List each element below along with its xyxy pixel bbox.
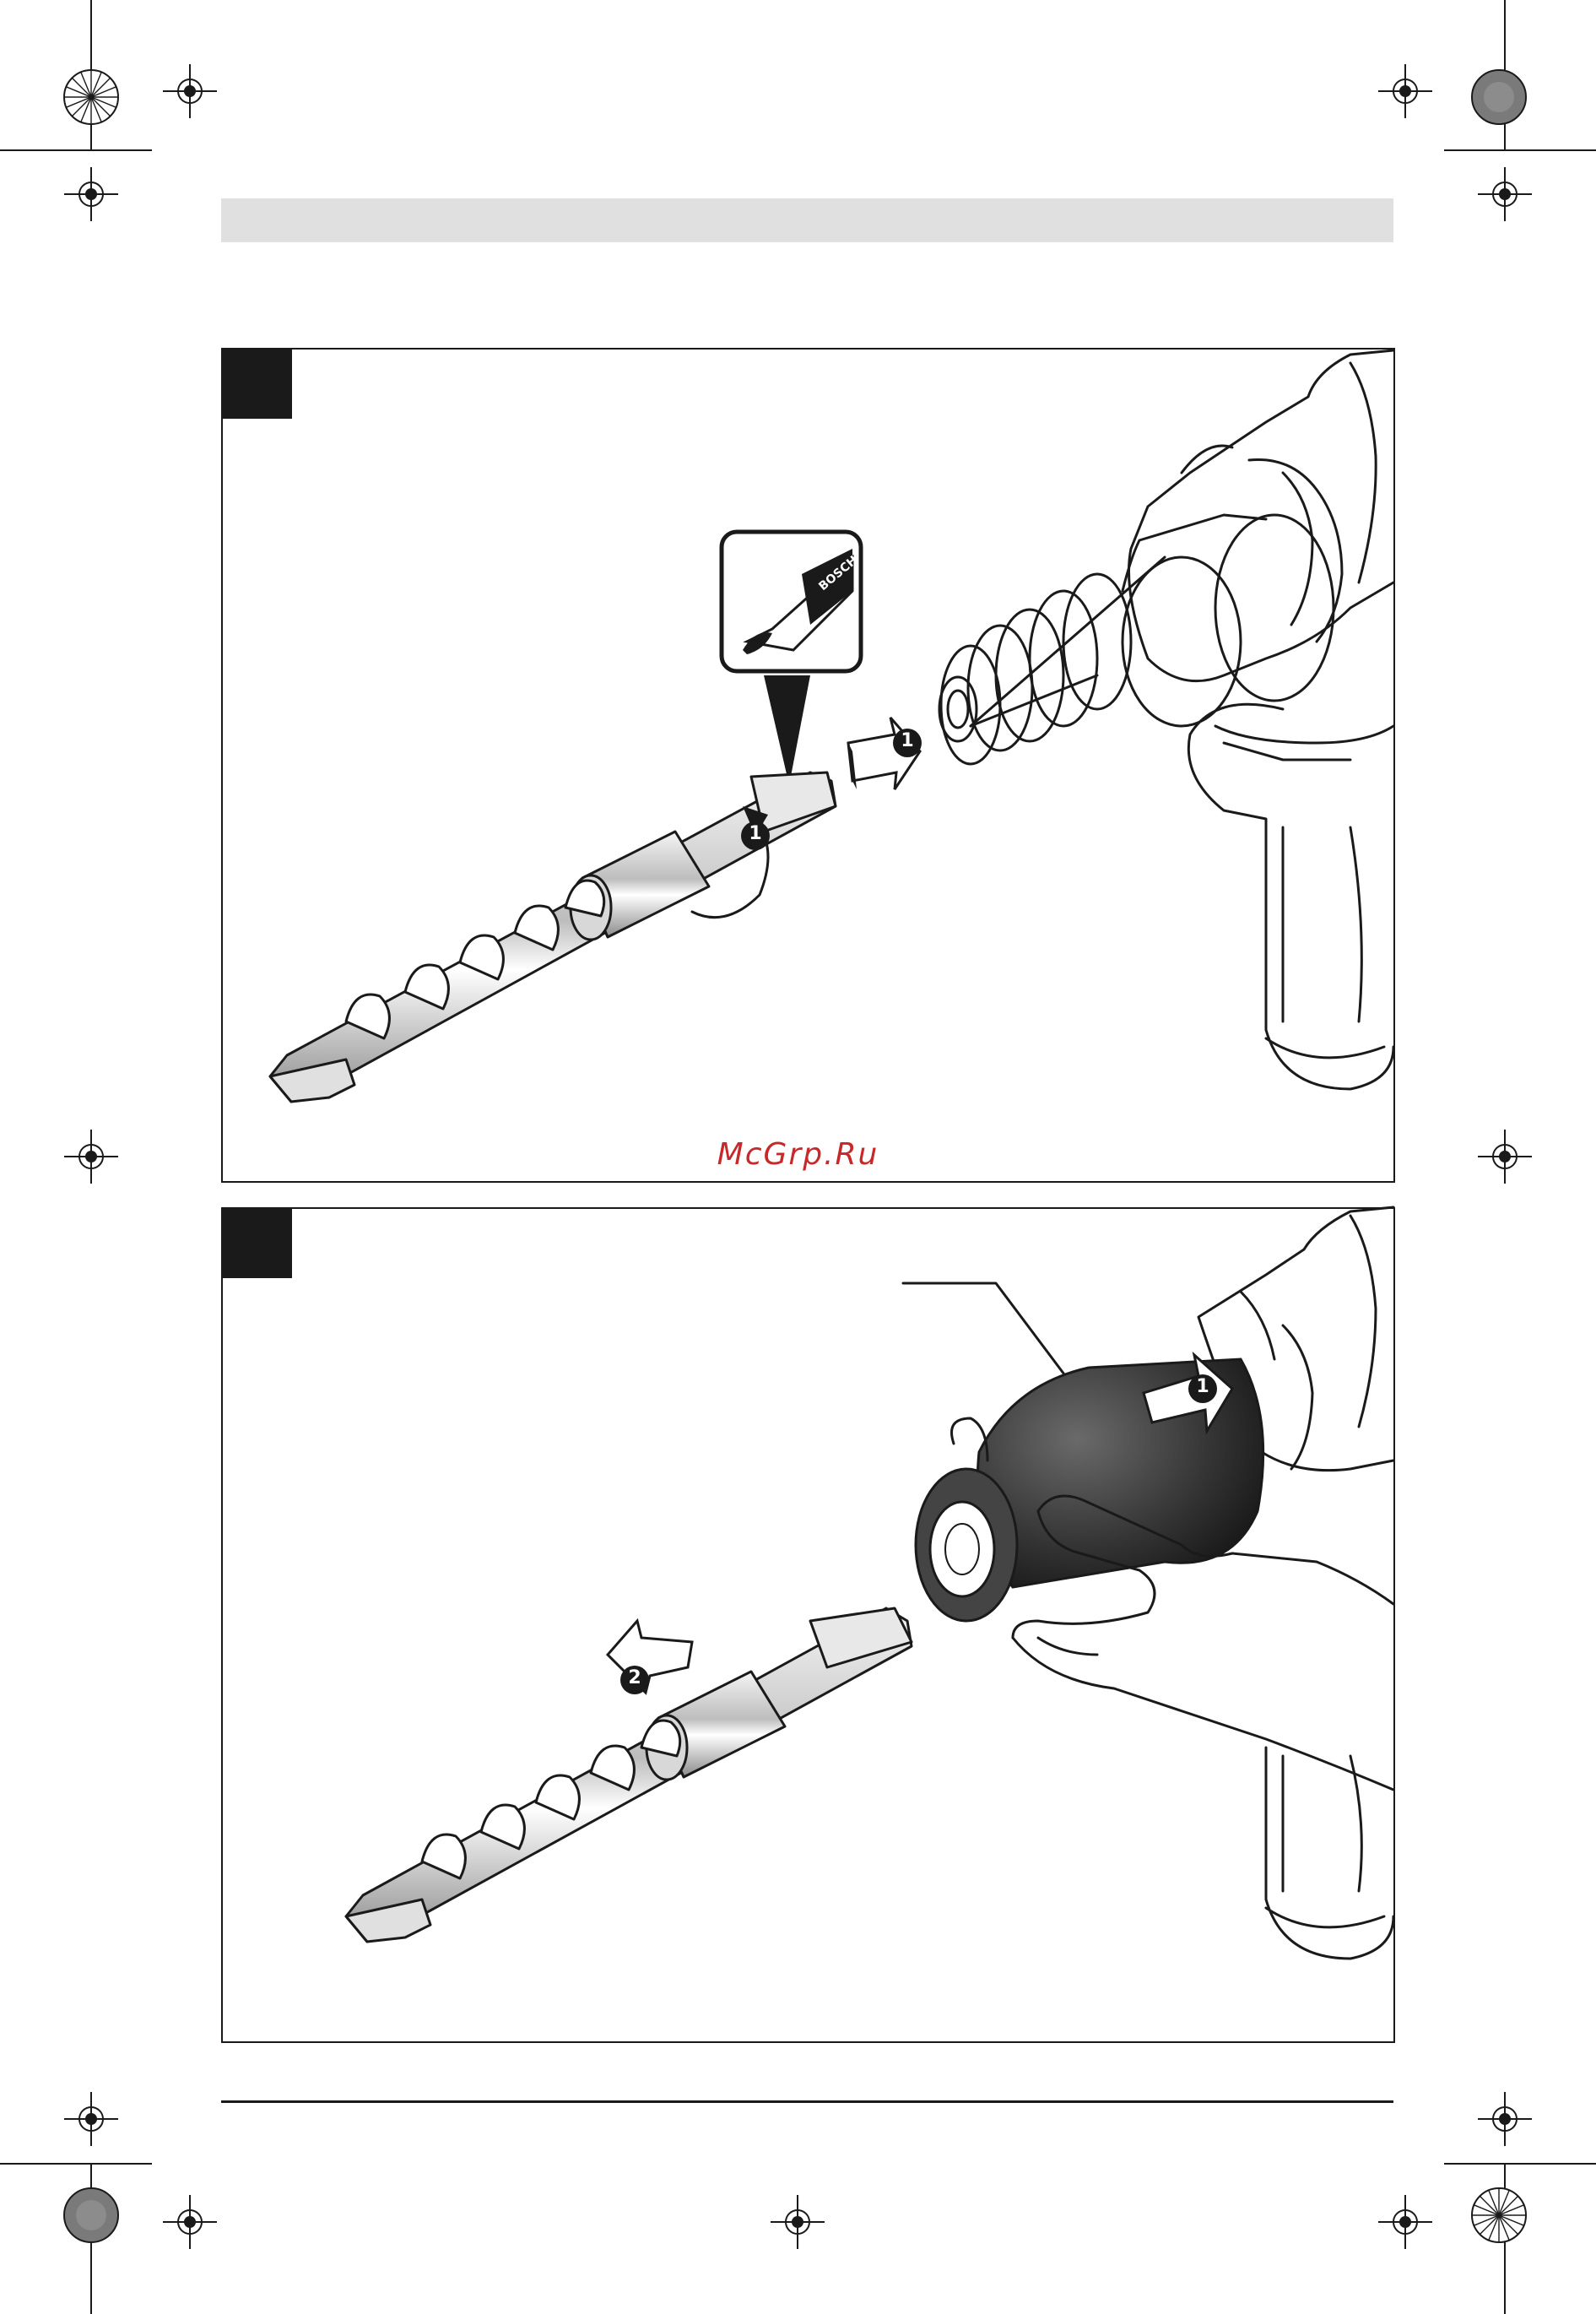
figure-2-panel (221, 1207, 1395, 2043)
figure-1-number-tab (223, 350, 292, 419)
step-marker-pull-sleeve: 1 (1193, 1376, 1213, 1397)
step-marker-rotate: 1 (745, 823, 766, 844)
footer-rule (221, 2100, 1393, 2103)
figure-2-number-tab (223, 1209, 292, 1278)
header-bar (221, 198, 1393, 242)
step-marker-insert: 1 (897, 730, 917, 751)
watermark: McGrp.Ru (0, 1137, 1596, 1172)
figure-1-panel (221, 348, 1395, 1183)
step-marker-remove-bit: 2 (625, 1667, 645, 1688)
